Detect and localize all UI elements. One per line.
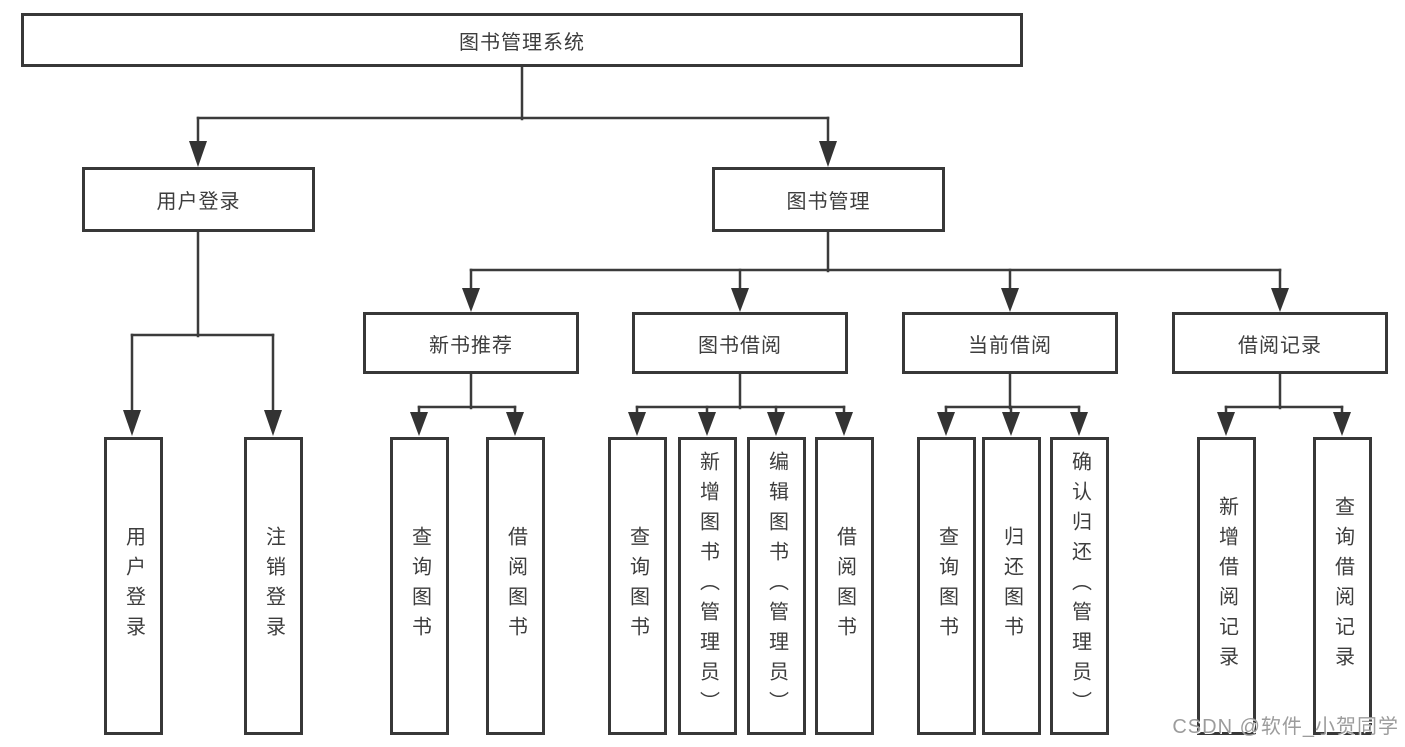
node-leaf-borrow-query: 查询图书 bbox=[608, 437, 667, 735]
node-leaf-records-query: 查询借阅记录 bbox=[1313, 437, 1372, 735]
node-borrow-records: 借阅记录 bbox=[1172, 312, 1388, 374]
node-leaf-borrow-edit-admin: 编辑图书（管理员） bbox=[747, 437, 806, 735]
node-label: 查询图书 bbox=[408, 526, 431, 646]
node-label: 确认归还（管理员） bbox=[1068, 451, 1091, 721]
node-leaf-logout: 注销登录 bbox=[244, 437, 303, 735]
connector-book-mgmt bbox=[462, 230, 1289, 312]
node-leaf-current-return: 归还图书 bbox=[982, 437, 1041, 735]
node-label: 归还图书 bbox=[1000, 526, 1023, 646]
node-label: 借阅图书 bbox=[833, 526, 856, 646]
node-label: 查询借阅记录 bbox=[1331, 496, 1354, 676]
node-leaf-newbook-borrow: 借阅图书 bbox=[486, 437, 545, 735]
csdn-watermark: CSDN @软件_小贺同学 bbox=[1172, 716, 1399, 738]
node-label: 用户登录 bbox=[122, 526, 145, 646]
node-label: 借阅图书 bbox=[504, 526, 527, 646]
connector-new-book bbox=[410, 372, 524, 436]
node-user-login: 用户登录 bbox=[82, 167, 315, 232]
connector-user-login bbox=[123, 230, 282, 436]
node-leaf-borrow-borrow: 借阅图书 bbox=[815, 437, 874, 735]
connector-root bbox=[189, 65, 837, 167]
node-label: 新增图书（管理员） bbox=[696, 451, 719, 721]
connector-current-borrow bbox=[937, 372, 1088, 436]
node-label: 查询图书 bbox=[626, 526, 649, 646]
node-leaf-current-query: 查询图书 bbox=[917, 437, 976, 735]
node-leaf-records-add: 新增借阅记录 bbox=[1197, 437, 1256, 735]
node-root: 图书管理系统 bbox=[21, 13, 1023, 67]
node-label: 注销登录 bbox=[262, 526, 285, 646]
node-label: 查询图书 bbox=[935, 526, 958, 646]
connector-borrow-records bbox=[1217, 372, 1351, 436]
node-leaf-newbook-query: 查询图书 bbox=[390, 437, 449, 735]
node-book-mgmt: 图书管理 bbox=[712, 167, 945, 232]
node-book-borrow: 图书借阅 bbox=[632, 312, 848, 374]
node-label: 编辑图书（管理员） bbox=[765, 451, 788, 721]
node-leaf-borrow-add-admin: 新增图书（管理员） bbox=[678, 437, 737, 735]
connector-book-borrow bbox=[628, 372, 853, 436]
node-current-borrow: 当前借阅 bbox=[902, 312, 1118, 374]
node-leaf-current-confirm-admin: 确认归还（管理员） bbox=[1050, 437, 1109, 735]
node-leaf-user-login: 用户登录 bbox=[104, 437, 163, 735]
node-label: 新增借阅记录 bbox=[1215, 496, 1238, 676]
node-new-book-recommend: 新书推荐 bbox=[363, 312, 579, 374]
